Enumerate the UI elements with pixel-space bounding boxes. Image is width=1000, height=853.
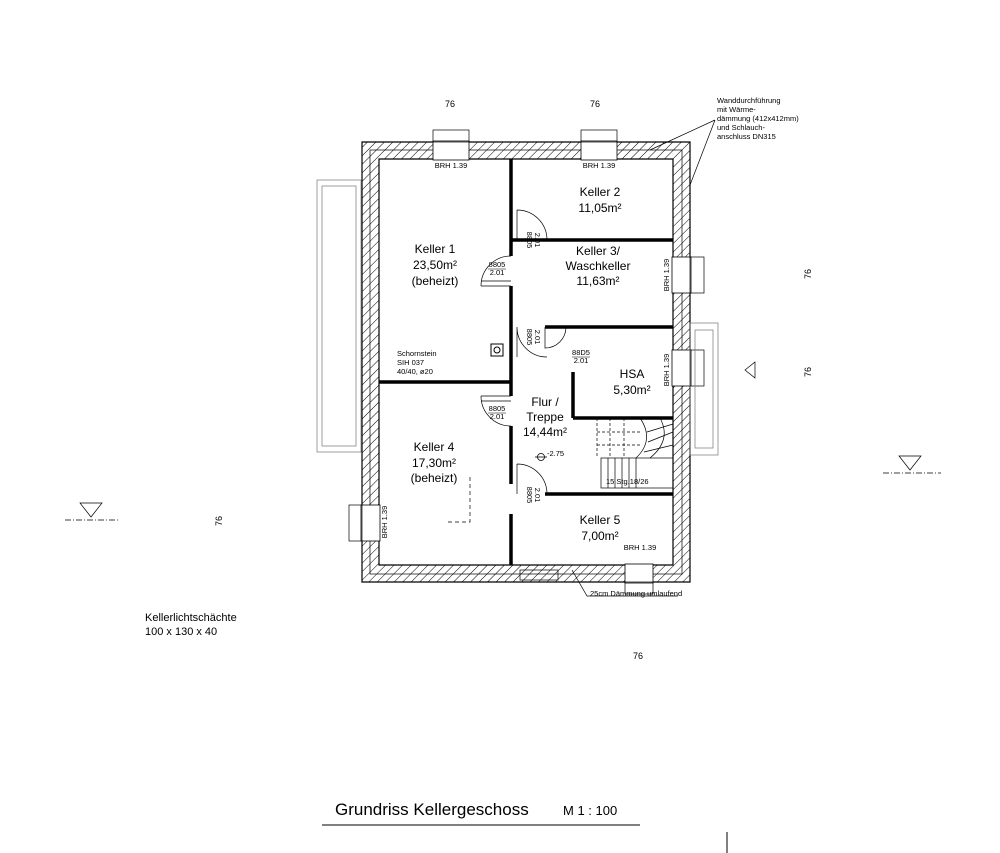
brh-right-upper: BRH 1.39 [662,259,671,292]
chimney-label-3: 40/40, ø20 [397,367,433,376]
keller1-note: (beheizt) [412,274,459,288]
dim-top-left: 76 [445,99,455,109]
brh-left-lower: BRH 1.39 [380,506,389,539]
lightwells-label: Kellerlichtschächte [145,612,237,624]
keller2-name: Keller 2 [580,185,621,199]
direction-arrow [744,361,756,379]
door-d1-height: 2.01 [490,268,505,277]
keller1-area: 23,50m² [413,258,457,272]
brh-bottom-right: BRH 1.39 [624,543,657,552]
door-d4-width: 88D5 [572,348,590,357]
wall-penetration-note: Wanddurchführung mit Wärme- dämmung (412… [649,96,799,186]
note-line-2: mit Wärme- [717,105,756,114]
window-wells [348,129,705,595]
level-label: -2.75 [547,449,564,458]
staircase [596,417,674,489]
insulation-note: 25cm Dämmung umlaufend [571,569,682,598]
door-swings [480,209,567,495]
interior-walls [379,159,673,565]
dim-right-upper: 76 [803,269,813,279]
keller5-name: Keller 5 [580,513,621,527]
chimney-label-1: Schornstein [397,349,437,358]
keller2-area: 11,05m² [578,201,621,215]
door-d5-height: 2.01 [533,330,542,345]
keller3-area: 11,63m² [576,274,619,288]
keller1-name: Keller 1 [415,242,456,256]
door-d5-width: 8805 [525,329,534,346]
stairs-label: 15 Stg.18/26 [606,477,649,486]
door-d3-height: 2.01 [533,233,542,248]
dim-bottom: 76 [633,651,643,661]
chimney-symbol [490,343,504,357]
door-d2-height: 2.01 [490,412,505,421]
keller3-name-2: Waschkeller [566,259,631,273]
keller4-name: Keller 4 [414,440,455,454]
page-title: Grundriss Kellergeschoss [335,800,529,819]
section-marker-left [65,502,118,521]
dashed-outline [448,474,471,523]
door-d1-width: 8805 [489,260,506,269]
hsa-name: HSA [620,367,645,381]
right-lightwell [689,322,719,456]
note-line-3: dämmung (412x412mm) [717,114,799,123]
lightwells-size: 100 x 130 x 40 [145,626,217,638]
door-d4-height: 2.01 [574,356,589,365]
flur-name: Flur / [531,395,559,409]
note-line-5: anschluss DN315 [717,132,776,141]
level-marker [535,453,547,461]
keller4-area: 17,30m² [412,456,456,470]
insulation-label: 25cm Dämmung umlaufend [590,589,682,598]
window-openings [360,140,692,584]
keller5-area: 7,00m² [581,529,618,543]
flur-name-2: Treppe [526,410,564,424]
left-lightwell [316,179,362,453]
note-line-1: Wanddurchführung [717,96,781,105]
door-d2-width: 8805 [489,404,506,413]
keller4-note: (beheizt) [411,471,458,485]
note-line-4: und Schlauch- [717,123,765,132]
section-marker-right [883,455,941,474]
brh-top-left: BRH 1.39 [435,161,468,170]
door-d6-width: 8805 [525,487,534,504]
brh-right-lower: BRH 1.39 [662,354,671,387]
hsa-area: 5,30m² [613,383,650,397]
door-d6-height: 2.01 [533,488,542,503]
dim-top-right: 76 [590,99,600,109]
flur-area: 14,44m² [523,425,567,439]
dim-right-lower: 76 [803,367,813,377]
door-d3-width: 8805 [525,232,534,249]
dim-left: 76 [214,516,224,526]
scale-label: M 1 : 100 [563,803,617,818]
keller3-name: Keller 3/ [576,244,621,258]
chimney-label-2: SIH 037 [397,358,424,367]
brh-top-mid: BRH 1.39 [583,161,616,170]
